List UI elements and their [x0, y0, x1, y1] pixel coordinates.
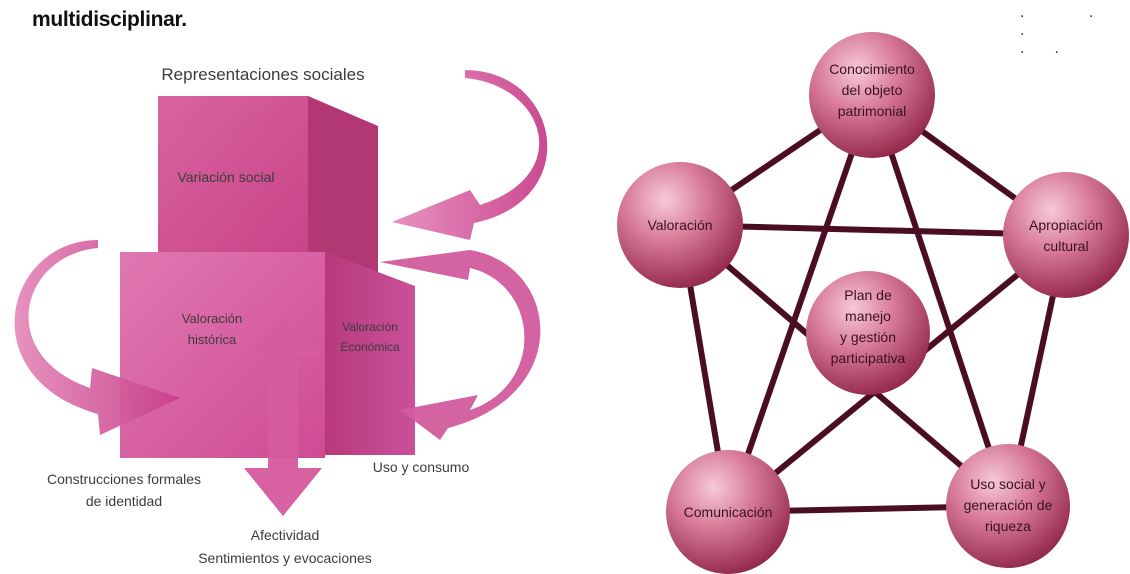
label-variacion-social: Variación social: [177, 169, 274, 185]
right-diagram: Conocimiento del objeto patrimonial Valo…: [617, 32, 1129, 574]
edge-top-bottomleft: [725, 92, 875, 515]
corner-dots: . . . ..: [1020, 4, 1124, 57]
node-label-right-2: cultural: [1043, 238, 1088, 254]
cube-top-front-face: [158, 96, 308, 256]
left-diagram: Representaciones sociales Variación soci…: [14, 65, 548, 566]
label-construcciones-2: de identidad: [86, 493, 162, 509]
edge-top-bottomright: [869, 92, 1011, 509]
node-label-center-3: y gestión: [840, 329, 896, 345]
node-conocimiento: [809, 32, 935, 158]
swirl-arrow-right: [380, 250, 541, 440]
node-label-top-1: Conocimiento: [829, 61, 915, 77]
node-valoracion: [617, 162, 743, 288]
label-valoracion-historica-2: histórica: [188, 332, 237, 347]
swirl-arrow-top-right: [392, 70, 548, 240]
node-comunicacion: [666, 450, 790, 574]
node-apropiacion: [1003, 172, 1129, 298]
double-arrow-vertical: [244, 316, 322, 516]
label-valoracion-historica-1: Valoración: [182, 311, 242, 326]
label-valoracion-economica-1: Valoración: [342, 320, 398, 334]
cube-top-side-face: [308, 96, 378, 286]
node-label-left-1: Valoración: [647, 217, 712, 233]
node-label-bottomright-3: riqueza: [985, 518, 1031, 534]
page-heading: multidisciplinar.: [32, 8, 187, 31]
label-valoracion-economica-2: Económica: [340, 340, 400, 354]
node-uso-social: [946, 444, 1070, 568]
node-label-center-4: participativa: [831, 350, 906, 366]
label-sentimientos: Sentimientos y evocaciones: [198, 550, 372, 566]
node-label-bottomright-2: generación de: [964, 497, 1053, 513]
label-uso-consumo: Uso y consumo: [373, 459, 470, 475]
node-label-center-2: manejo: [845, 308, 891, 324]
node-label-bottomright-1: Uso social y: [970, 476, 1045, 492]
node-plan-manejo: [806, 271, 930, 395]
label-representaciones-sociales: Representaciones sociales: [161, 65, 364, 84]
edge-left-right: [677, 222, 1069, 238]
node-label-right-1: Apropiación: [1029, 217, 1103, 233]
node-label-bottomleft-1: Comunicación: [684, 504, 773, 520]
swirl-arrow-left: [14, 240, 180, 435]
node-label-top-3: patrimonial: [838, 103, 906, 119]
node-label-top-2: del objeto: [842, 82, 903, 98]
cube-side-face: [325, 252, 415, 455]
label-construcciones-1: Construcciones formales: [47, 471, 201, 487]
label-afectividad: Afectividad: [251, 527, 319, 543]
node-label-center-1: Plan de: [844, 287, 892, 303]
